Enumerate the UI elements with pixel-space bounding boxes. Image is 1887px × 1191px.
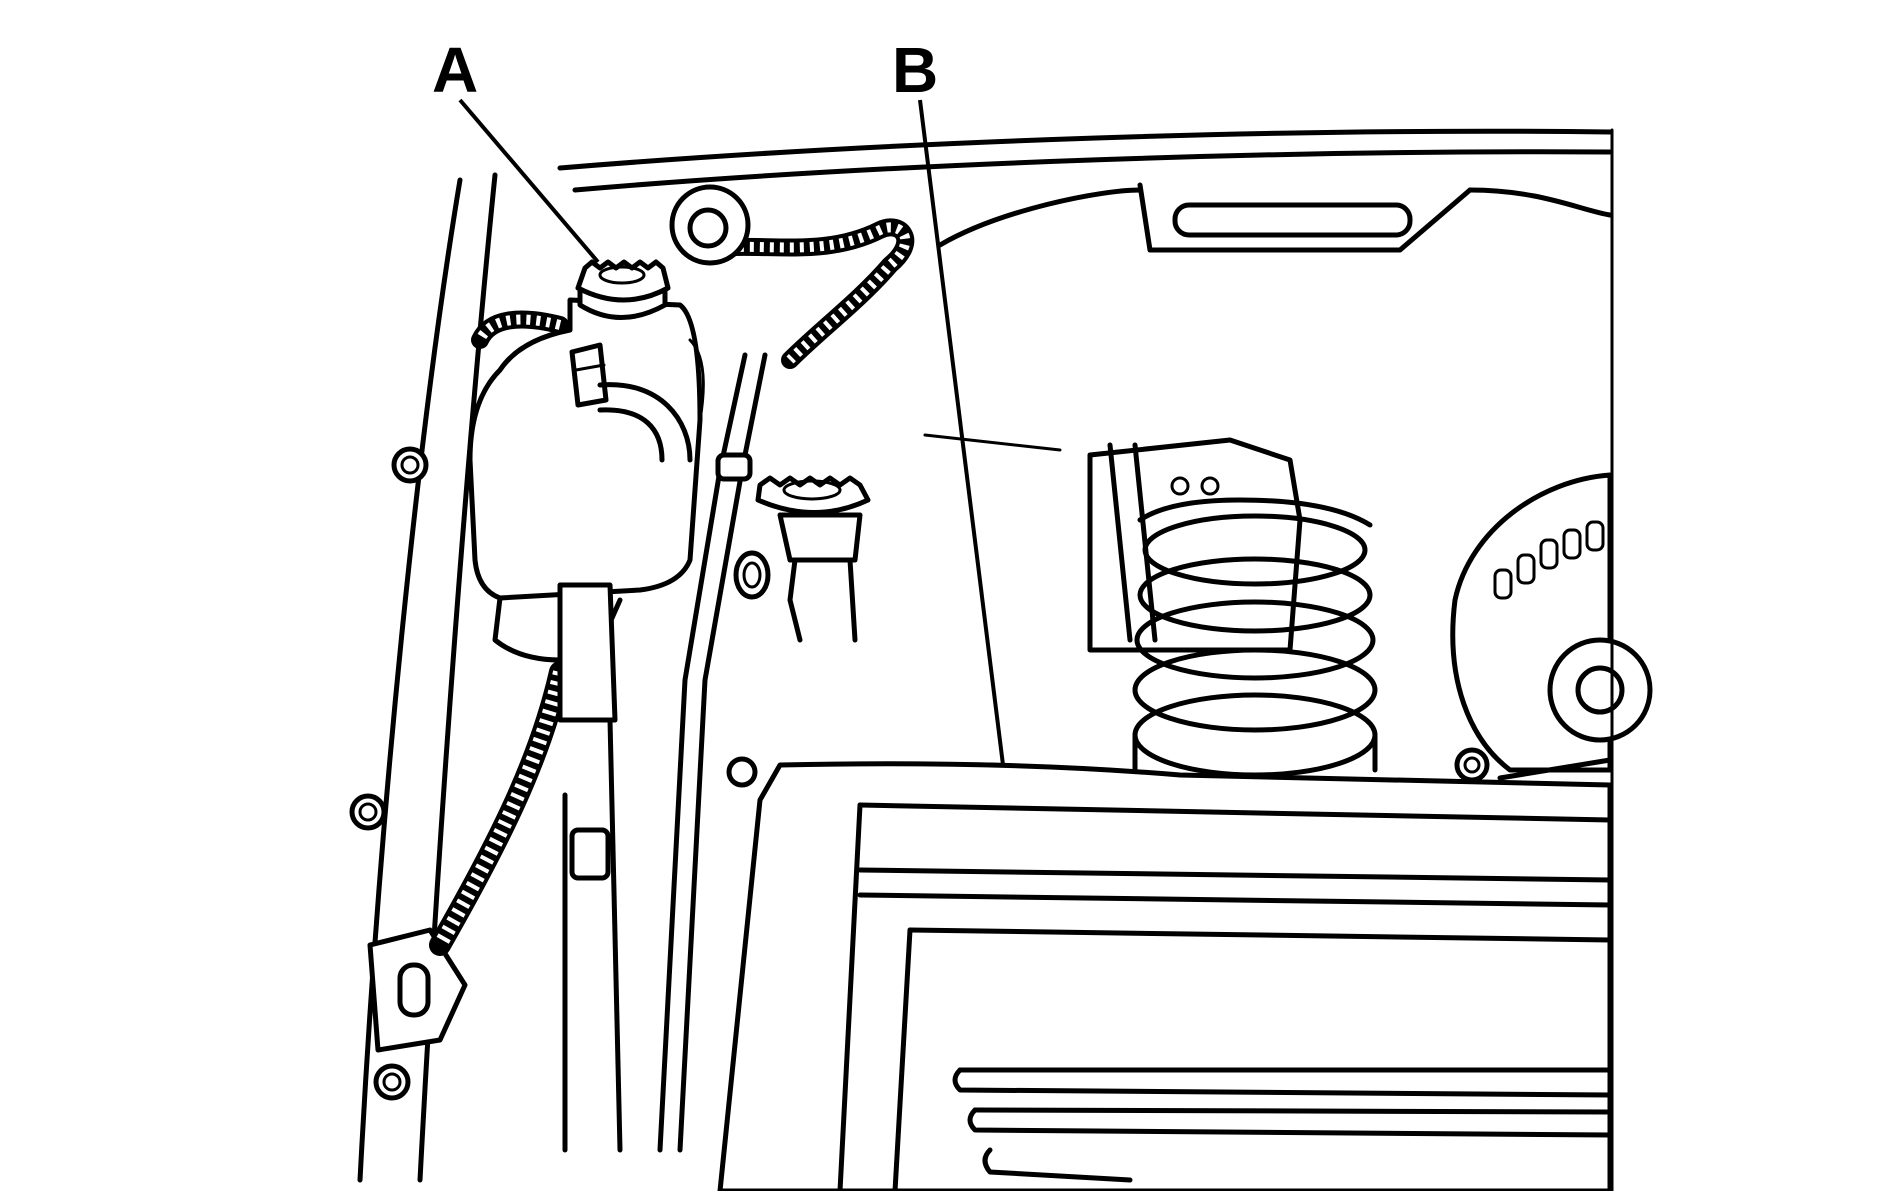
firewall-contour bbox=[923, 182, 1613, 452]
fender-bolt-middle bbox=[349, 793, 387, 831]
coolant-reservoir-cap bbox=[575, 259, 671, 320]
coolant-reservoir bbox=[467, 297, 705, 663]
alternator bbox=[1450, 472, 1653, 781]
coolant-pipe-left bbox=[557, 582, 623, 1153]
leader-line-b bbox=[918, 99, 1005, 766]
alternator-bolt bbox=[1454, 747, 1490, 783]
fender-bolt-lower bbox=[373, 1063, 411, 1101]
ground-strap-bracket bbox=[367, 927, 468, 1053]
wiring-harness bbox=[429, 218, 915, 956]
overflow-tube bbox=[657, 352, 768, 1153]
leader-line-a bbox=[458, 98, 600, 264]
hose-ring bbox=[733, 550, 771, 600]
engine-cover bbox=[717, 761, 1613, 1191]
upper-radiator-hose bbox=[597, 382, 693, 463]
callout-b: B bbox=[892, 34, 938, 106]
hose-fitting bbox=[726, 756, 758, 788]
grommet bbox=[669, 184, 751, 266]
fender-bolt-upper bbox=[391, 446, 429, 484]
radiator-pressure-cap bbox=[755, 475, 871, 643]
reservoir-hose-clamp bbox=[569, 342, 609, 408]
callout-a: A bbox=[432, 34, 478, 106]
air-intake-duct bbox=[1087, 437, 1303, 653]
